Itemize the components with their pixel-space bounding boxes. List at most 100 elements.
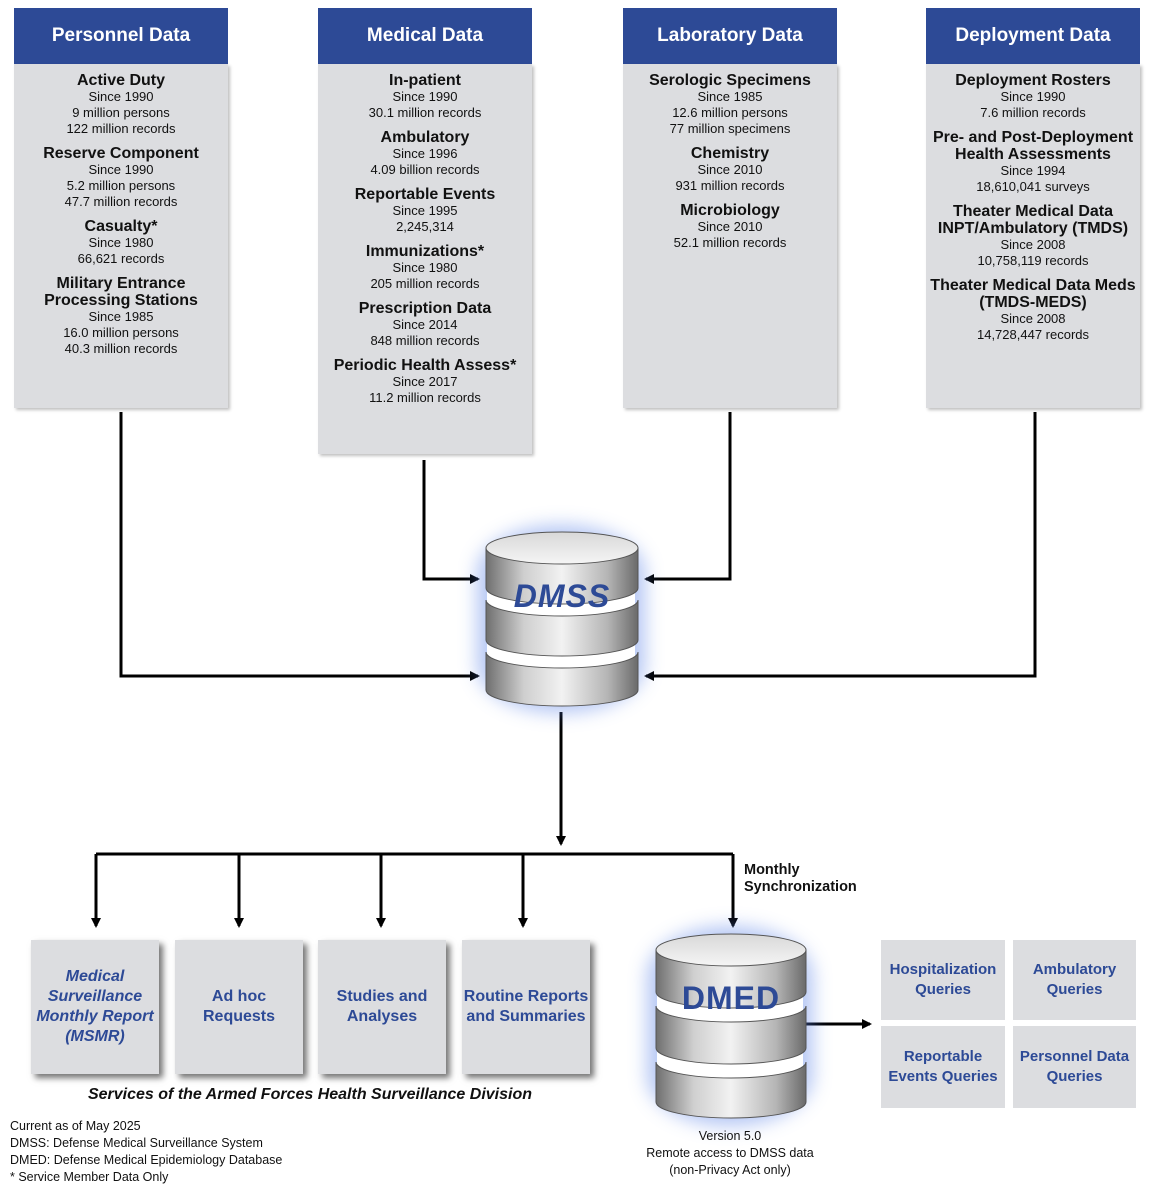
- data-source-detail: 18,610,041 surveys: [976, 179, 1090, 194]
- data-source-detail: 47.7 million records: [64, 194, 178, 209]
- data-source-detail: Since 1985: [697, 89, 763, 104]
- data-source-detail: Since 1995: [392, 203, 458, 218]
- data-source-detail: 4.09 billion records: [370, 162, 480, 177]
- data-source-detail: 2,245,314: [396, 219, 454, 234]
- data-source-detail: 205 million records: [370, 276, 480, 291]
- data-source-detail: 7.6 million records: [980, 105, 1086, 120]
- query-hospitalization: Hospitalization Queries: [881, 940, 1005, 1020]
- service-msmr: Medical Surveillance Monthly Report (MSM…: [31, 940, 159, 1074]
- data-source-title: Military Entrance Processing Stations: [44, 275, 198, 309]
- data-source-detail: Since 1990: [88, 89, 154, 104]
- dmed-note: Version 5.0 Remote access to DMSS data (…: [630, 1128, 830, 1179]
- data-source-title: Casualty*: [84, 218, 158, 235]
- arrow-laboratory-to-dmss: [644, 412, 732, 584]
- data-source-item: Pre- and Post-Deployment Health Assessme…: [926, 129, 1140, 195]
- query-personnel-data: Personnel Data Queries: [1013, 1026, 1136, 1108]
- data-source-detail: 52.1 million records: [673, 235, 787, 250]
- footnote-dmed: DMED: Defense Medical Epidemiology Datab…: [10, 1153, 283, 1167]
- data-source-title: Active Duty: [76, 72, 166, 89]
- column-header-laboratory: Laboratory Data: [623, 8, 837, 64]
- data-source-detail: 14,728,447 records: [976, 327, 1090, 342]
- dmed-description: Remote access to DMSS data: [646, 1146, 814, 1160]
- data-source-title: Theater Medical Data Meds (TMDS-MEDS): [930, 277, 1136, 311]
- data-source-item: Theater Medical Data Meds (TMDS-MEDS)Sin…: [926, 277, 1140, 343]
- dmss-label: DMSS: [513, 578, 611, 614]
- query-ambulatory: Ambulatory Queries: [1013, 940, 1136, 1020]
- data-source-title: Reserve Component: [43, 145, 199, 162]
- data-source-title: Deployment Rosters: [955, 72, 1111, 89]
- data-source-title: Serologic Specimens: [649, 72, 811, 89]
- data-source-detail: 122 million records: [66, 121, 176, 136]
- data-source-title: Prescription Data: [358, 300, 492, 317]
- data-source-detail: 931 million records: [675, 178, 785, 193]
- data-source-detail: Since 1990: [1000, 89, 1066, 104]
- data-source-title: In-patient: [389, 72, 461, 89]
- data-source-detail: Since 2010: [697, 219, 763, 234]
- service-studies: Studies and Analyses: [318, 940, 446, 1074]
- data-source-detail: Since 2017: [392, 374, 458, 389]
- data-source-detail: Since 1990: [88, 162, 154, 177]
- data-source-title: Periodic Health Assess*: [333, 357, 517, 374]
- data-source-detail: 5.2 million persons: [66, 178, 176, 193]
- data-source-title: Reportable Events: [354, 186, 496, 203]
- arrow-personnel-to-dmss: [119, 412, 480, 681]
- arrow-medical-to-dmss: [422, 460, 480, 584]
- data-source-detail: Since 1990: [392, 89, 458, 104]
- sync-label: Monthly Synchronization: [744, 862, 857, 895]
- data-source-title: Ambulatory: [380, 129, 470, 146]
- data-source-item: Theater Medical Data INPT/Ambulatory (TM…: [926, 203, 1140, 269]
- service-adhoc: Ad hoc Requests: [175, 940, 303, 1074]
- data-source-detail: 9 million persons: [72, 105, 170, 120]
- dmss-database-icon: [485, 531, 639, 707]
- query-reportable-events: Reportable Events Queries: [881, 1026, 1005, 1108]
- footnote-asterisk: * Service Member Data Only: [10, 1170, 169, 1184]
- dmed-database-icon: [655, 933, 807, 1119]
- data-source-detail: Since 1996: [392, 146, 458, 161]
- data-source-detail: 16.0 million persons: [63, 325, 179, 340]
- footnote-dmss: DMSS: Defense Medical Surveillance Syste…: [10, 1136, 263, 1150]
- dmed-restriction: (non-Privacy Act only): [669, 1163, 791, 1177]
- data-source-detail: Since 1985: [88, 309, 154, 324]
- data-source-detail: Since 1980: [88, 235, 154, 250]
- column-header-personnel: Personnel Data: [14, 8, 228, 64]
- data-source-detail: Since 2014: [392, 317, 458, 332]
- dmed-version: Version 5.0: [698, 1129, 762, 1143]
- data-source-detail: Since 2008: [1000, 237, 1066, 252]
- data-source-detail: 30.1 million records: [368, 105, 482, 120]
- data-source-detail: Since 2010: [697, 162, 763, 177]
- data-source-title: Microbiology: [680, 202, 780, 219]
- dmed-label: DMED: [681, 980, 781, 1016]
- data-source-title: Theater Medical Data INPT/Ambulatory (TM…: [937, 203, 1129, 237]
- data-source-detail: 66,621 records: [77, 251, 165, 266]
- data-source-title: Immunizations*: [365, 243, 485, 260]
- arrow-deployment-to-dmss: [644, 412, 1037, 681]
- data-source-detail: Since 1980: [392, 260, 458, 275]
- data-source-detail: 10,758,119 records: [977, 253, 1089, 268]
- data-source-title: Pre- and Post-Deployment Health Assessme…: [932, 129, 1134, 163]
- services-caption: Services of the Armed Forces Health Surv…: [87, 1086, 532, 1103]
- footnote-current: Current as of May 2025: [10, 1119, 141, 1133]
- data-source-detail: Since 2008: [1000, 311, 1066, 326]
- column-header-medical: Medical Data: [318, 8, 532, 64]
- column-header-deployment: Deployment Data: [926, 8, 1140, 64]
- data-source-detail: 40.3 million records: [64, 341, 178, 356]
- data-source-detail: 12.6 million persons: [672, 105, 788, 120]
